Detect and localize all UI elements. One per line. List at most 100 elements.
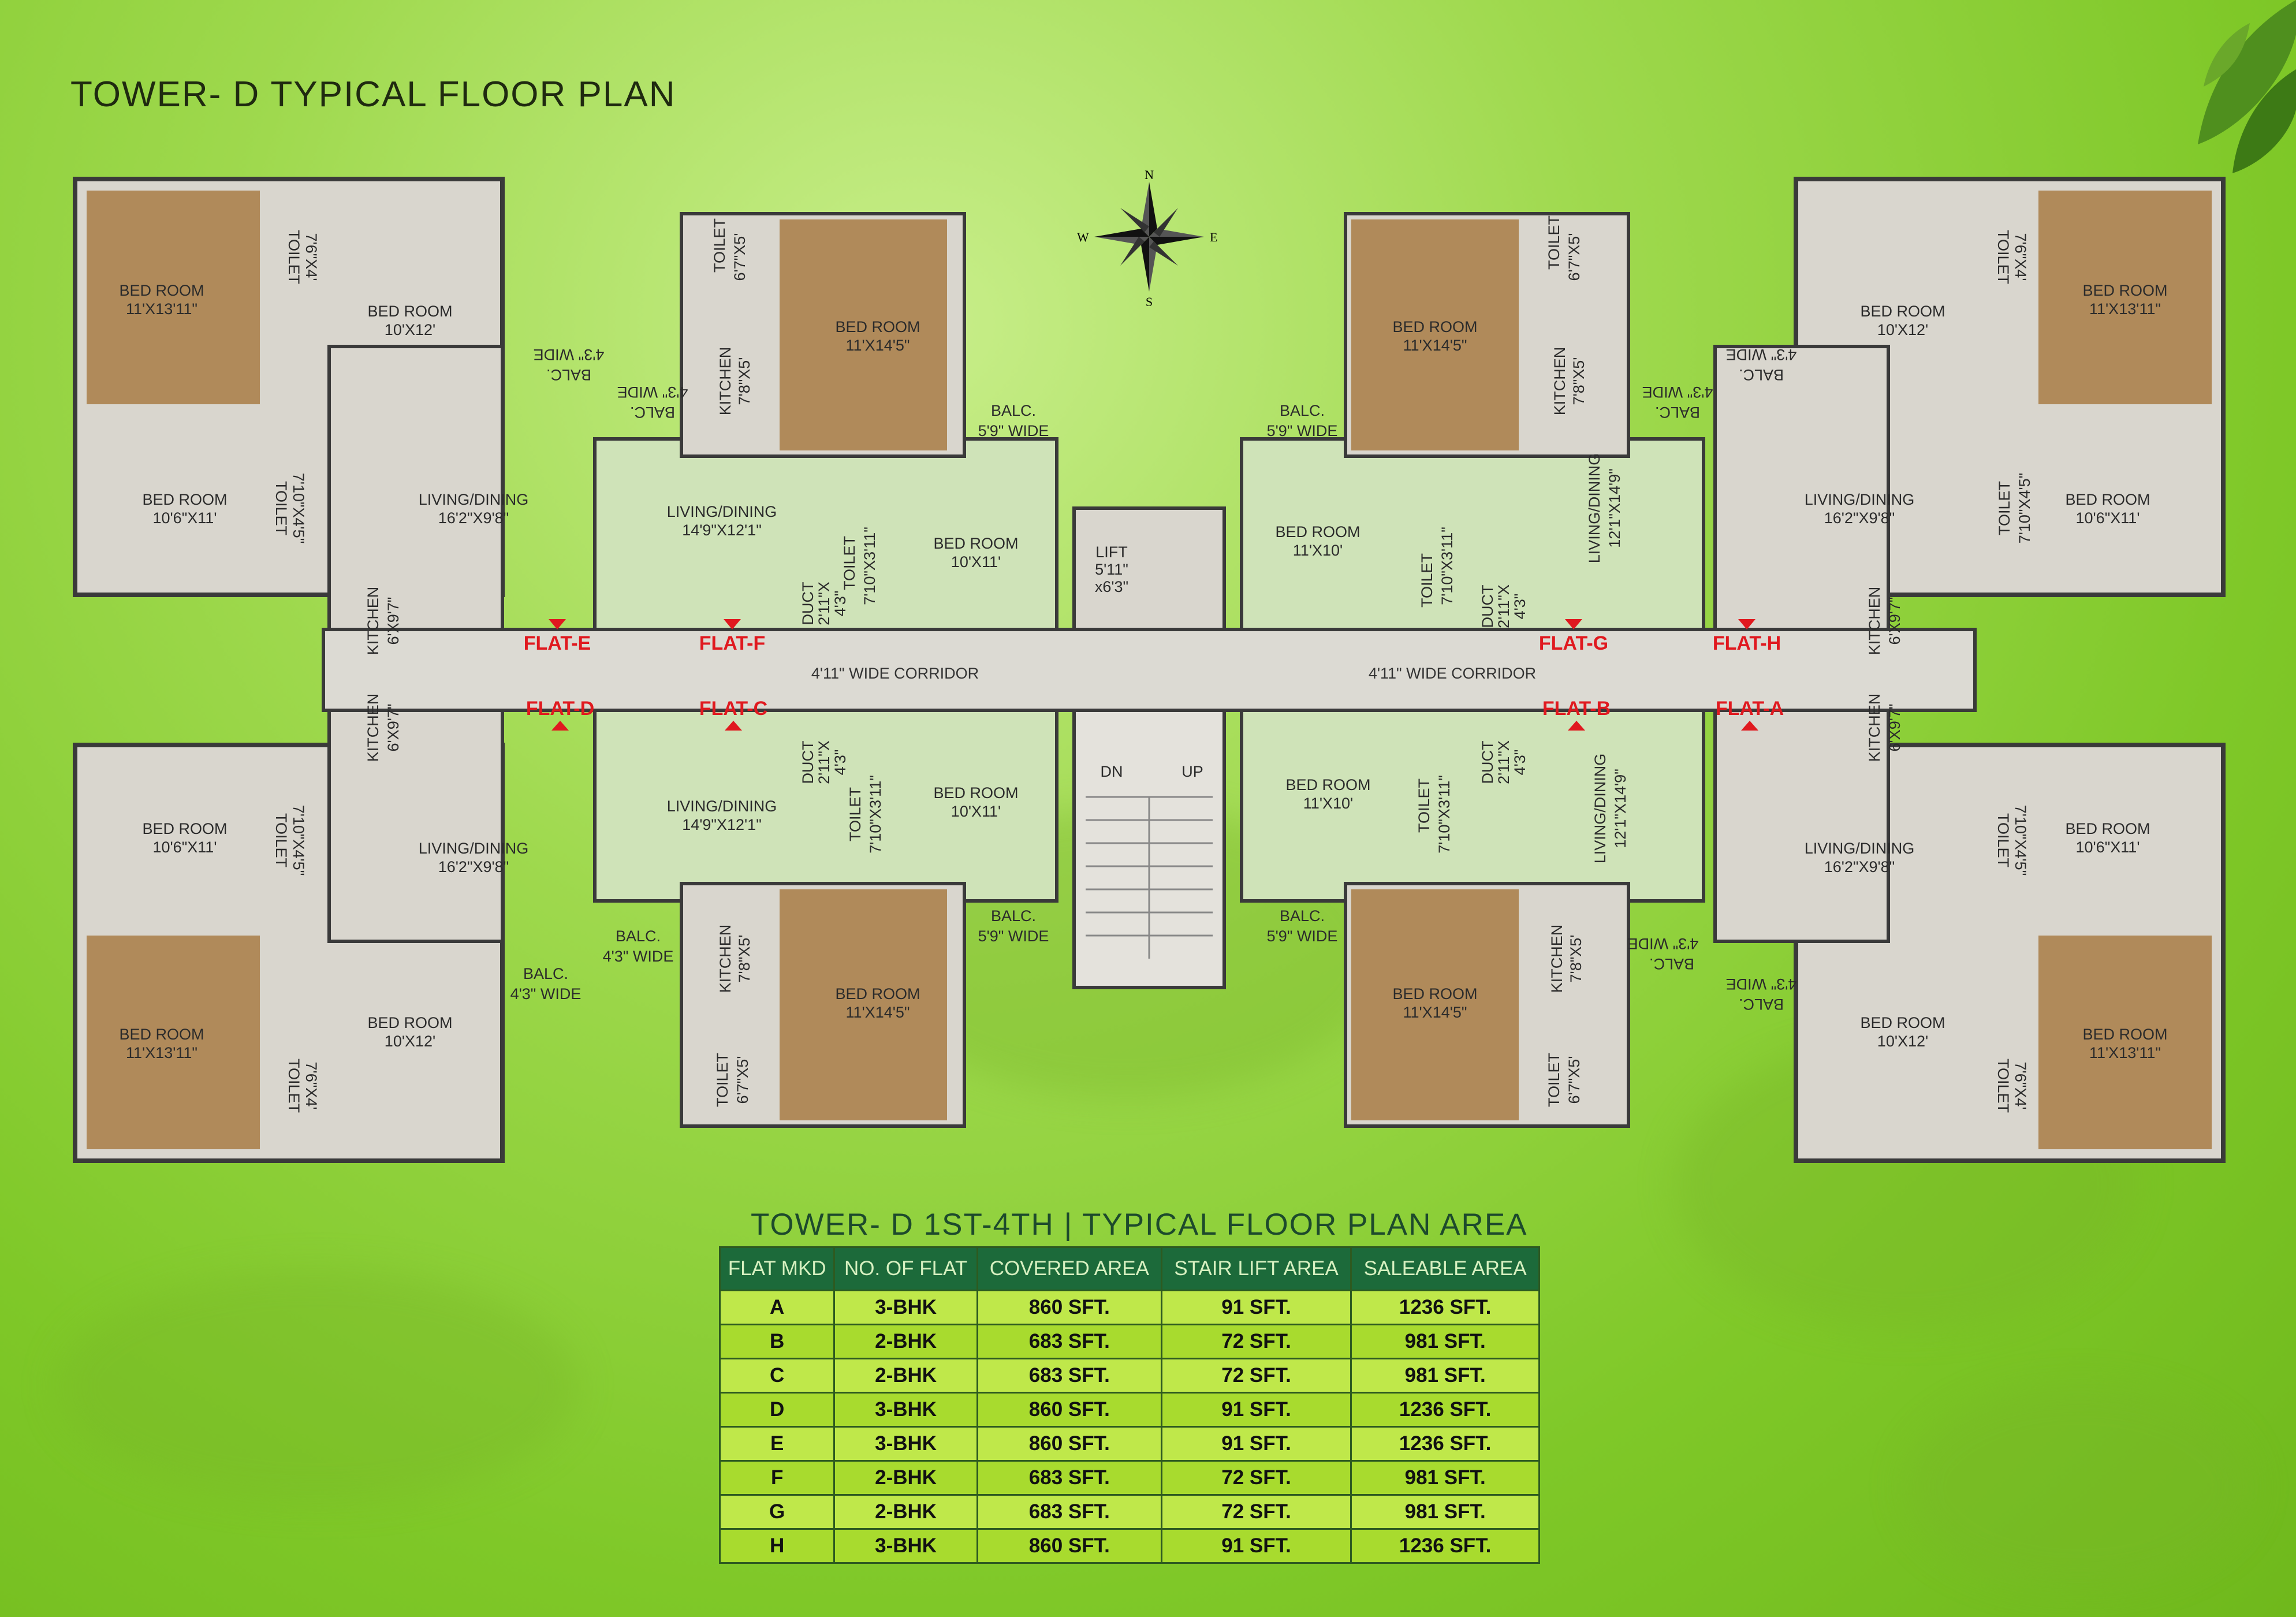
building-footprint bbox=[73, 177, 2226, 1163]
room-label: BALC. bbox=[991, 907, 1036, 925]
room-dim: 11'X14'5" bbox=[1403, 1004, 1467, 1021]
table-cell: F bbox=[718, 1460, 836, 1496]
room-dim: 7'10"X3'11" bbox=[867, 775, 884, 854]
room-dim: 7'6"X4' bbox=[2012, 1062, 2029, 1110]
flat-h-label: FLAT-H bbox=[1713, 632, 1781, 654]
room-dim: 10'6"X11' bbox=[153, 509, 217, 527]
room-label: TOILET bbox=[285, 1059, 303, 1113]
corridor-label-left: 4'11" WIDE CORRIDOR bbox=[811, 665, 979, 682]
room-label: LIVING/DINING bbox=[1591, 754, 1609, 864]
room-label: BALC. bbox=[1649, 955, 1694, 973]
room-label: BED ROOM bbox=[835, 318, 920, 336]
room-dim: 6'X9'7" bbox=[1886, 597, 1903, 645]
room-label: TOILET bbox=[273, 481, 290, 535]
table-cell: 860 SFT. bbox=[976, 1528, 1162, 1564]
room-label: BED ROOM bbox=[142, 820, 227, 837]
room-label: BED ROOM bbox=[367, 303, 452, 320]
room-label: KITCHEN bbox=[364, 587, 382, 655]
room-label: LIVING/DINING bbox=[667, 503, 777, 520]
room-label: BED ROOM bbox=[933, 784, 1018, 802]
table-cell: 72 SFT. bbox=[1160, 1494, 1352, 1530]
room-dim: 4'3" bbox=[1511, 594, 1529, 620]
room-dim: 10'X12' bbox=[1877, 1033, 1928, 1050]
room-dim: 6'7"X5' bbox=[731, 233, 748, 281]
table-cell: 683 SFT. bbox=[976, 1324, 1162, 1359]
room-dim: 7'6"X4' bbox=[303, 1062, 320, 1110]
room-dim: 7'10"X3'11" bbox=[1436, 775, 1453, 854]
room-dim: 6'7"X5' bbox=[1566, 233, 1583, 281]
flat-g-label: FLAT-G bbox=[1539, 632, 1608, 654]
room-dim: 7'8"X5' bbox=[736, 935, 753, 983]
room-label: LIVING/DINING bbox=[1805, 840, 1915, 857]
table-cell: 2-BHK bbox=[833, 1324, 978, 1359]
room-label: TOILET bbox=[1418, 553, 1436, 608]
room-dim: 7'10"X3'11" bbox=[1438, 527, 1456, 605]
room-dim: 6'X9'7" bbox=[385, 597, 402, 645]
stair-dn-label: DN bbox=[1101, 763, 1123, 780]
room-label: BED ROOM bbox=[1392, 318, 1477, 336]
compass-rose-icon: N S E W bbox=[1077, 167, 1217, 309]
room-label: BED ROOM bbox=[367, 1014, 452, 1031]
room-dim: 4'3" WIDE bbox=[1642, 383, 1713, 401]
room-label: KITCHEN bbox=[364, 694, 382, 762]
room-label: BED ROOM bbox=[2065, 491, 2150, 508]
room-label: BED ROOM bbox=[2065, 820, 2150, 837]
room-dim: 11'X10' bbox=[1293, 542, 1343, 559]
room-dim: 11'X14'5" bbox=[1403, 337, 1467, 354]
room-label: KITCHEN bbox=[1866, 587, 1883, 655]
room-dim: 6'7"X5' bbox=[734, 1056, 751, 1104]
table-cell: 981 SFT. bbox=[1350, 1324, 1540, 1359]
table-cell: 1236 SFT. bbox=[1350, 1426, 1540, 1462]
room-label: BALC. bbox=[1739, 366, 1784, 383]
room-dim: 11'X13'11" bbox=[2089, 1044, 2161, 1061]
col-header: COVERED AREA bbox=[976, 1246, 1162, 1291]
corridor-label-right: 4'11" WIDE CORRIDOR bbox=[1369, 665, 1536, 682]
room-dim: 11'X13'11" bbox=[2089, 300, 2161, 318]
room-label: TOILET bbox=[1415, 778, 1433, 833]
room-label: TOILET bbox=[1995, 1059, 2012, 1113]
room-dim: 16'2"X9'8" bbox=[1824, 509, 1895, 527]
room-label: LIVING/DINING bbox=[667, 798, 777, 815]
room-dim: 5'9" WIDE bbox=[978, 422, 1049, 439]
room-label: BALC. bbox=[1655, 404, 1700, 421]
room-dim: 4'3" WIDE bbox=[534, 346, 605, 363]
compass-s: S bbox=[1146, 295, 1153, 309]
room-label: TOILET bbox=[1995, 813, 2012, 867]
table-cell: 860 SFT. bbox=[976, 1290, 1162, 1325]
table-header-row: FLAT MKD NO. OF FLAT COVERED AREA STAIR … bbox=[718, 1246, 1540, 1291]
room-label: BED ROOM bbox=[2082, 282, 2167, 299]
room-dim: 11'X14'5" bbox=[846, 337, 910, 354]
room-dim: 14'9"X12'1" bbox=[682, 521, 762, 539]
room-label: BED ROOM bbox=[2082, 1026, 2167, 1043]
room-dim: 7'10"X3'11" bbox=[861, 527, 878, 605]
room-dim: 7'10"X4'5" bbox=[2012, 805, 2029, 876]
room-dim: 10'X12' bbox=[385, 1033, 435, 1050]
table-cell: 2-BHK bbox=[833, 1358, 978, 1394]
room-label: BALC. bbox=[630, 404, 675, 421]
lift-dim-2: x6'3" bbox=[1095, 578, 1128, 595]
table-cell: 91 SFT. bbox=[1160, 1528, 1352, 1564]
table-cell: 1236 SFT. bbox=[1350, 1392, 1540, 1428]
room-dim: 2'11"X bbox=[1495, 740, 1512, 784]
room-label: BED ROOM bbox=[1860, 1014, 1945, 1031]
room-label: BED ROOM bbox=[142, 491, 227, 508]
room-dim: 10'X12' bbox=[385, 321, 435, 338]
table-cell: A bbox=[718, 1290, 836, 1325]
compass-n: N bbox=[1145, 167, 1154, 182]
flat-e-label: FLAT-E bbox=[524, 632, 591, 654]
room-label: DUCT bbox=[799, 741, 817, 784]
col-header: SALEABLE AREA bbox=[1350, 1246, 1540, 1291]
flat-h-rooms: BED ROOM 10'X12' BED ROOM 11'X13'11" LIV… bbox=[1726, 230, 2168, 655]
compass-w: W bbox=[1077, 230, 1089, 244]
table-cell: 72 SFT. bbox=[1160, 1460, 1352, 1496]
room-dim: 4'3" WIDE bbox=[1726, 346, 1797, 363]
room-dim: 12'1"X14'9" bbox=[1606, 468, 1623, 548]
room-label: BED ROOM bbox=[1275, 523, 1360, 541]
room-label: BED ROOM bbox=[119, 1026, 204, 1043]
room-dim: 4'3" bbox=[832, 591, 849, 617]
table-cell: 91 SFT. bbox=[1160, 1426, 1352, 1462]
